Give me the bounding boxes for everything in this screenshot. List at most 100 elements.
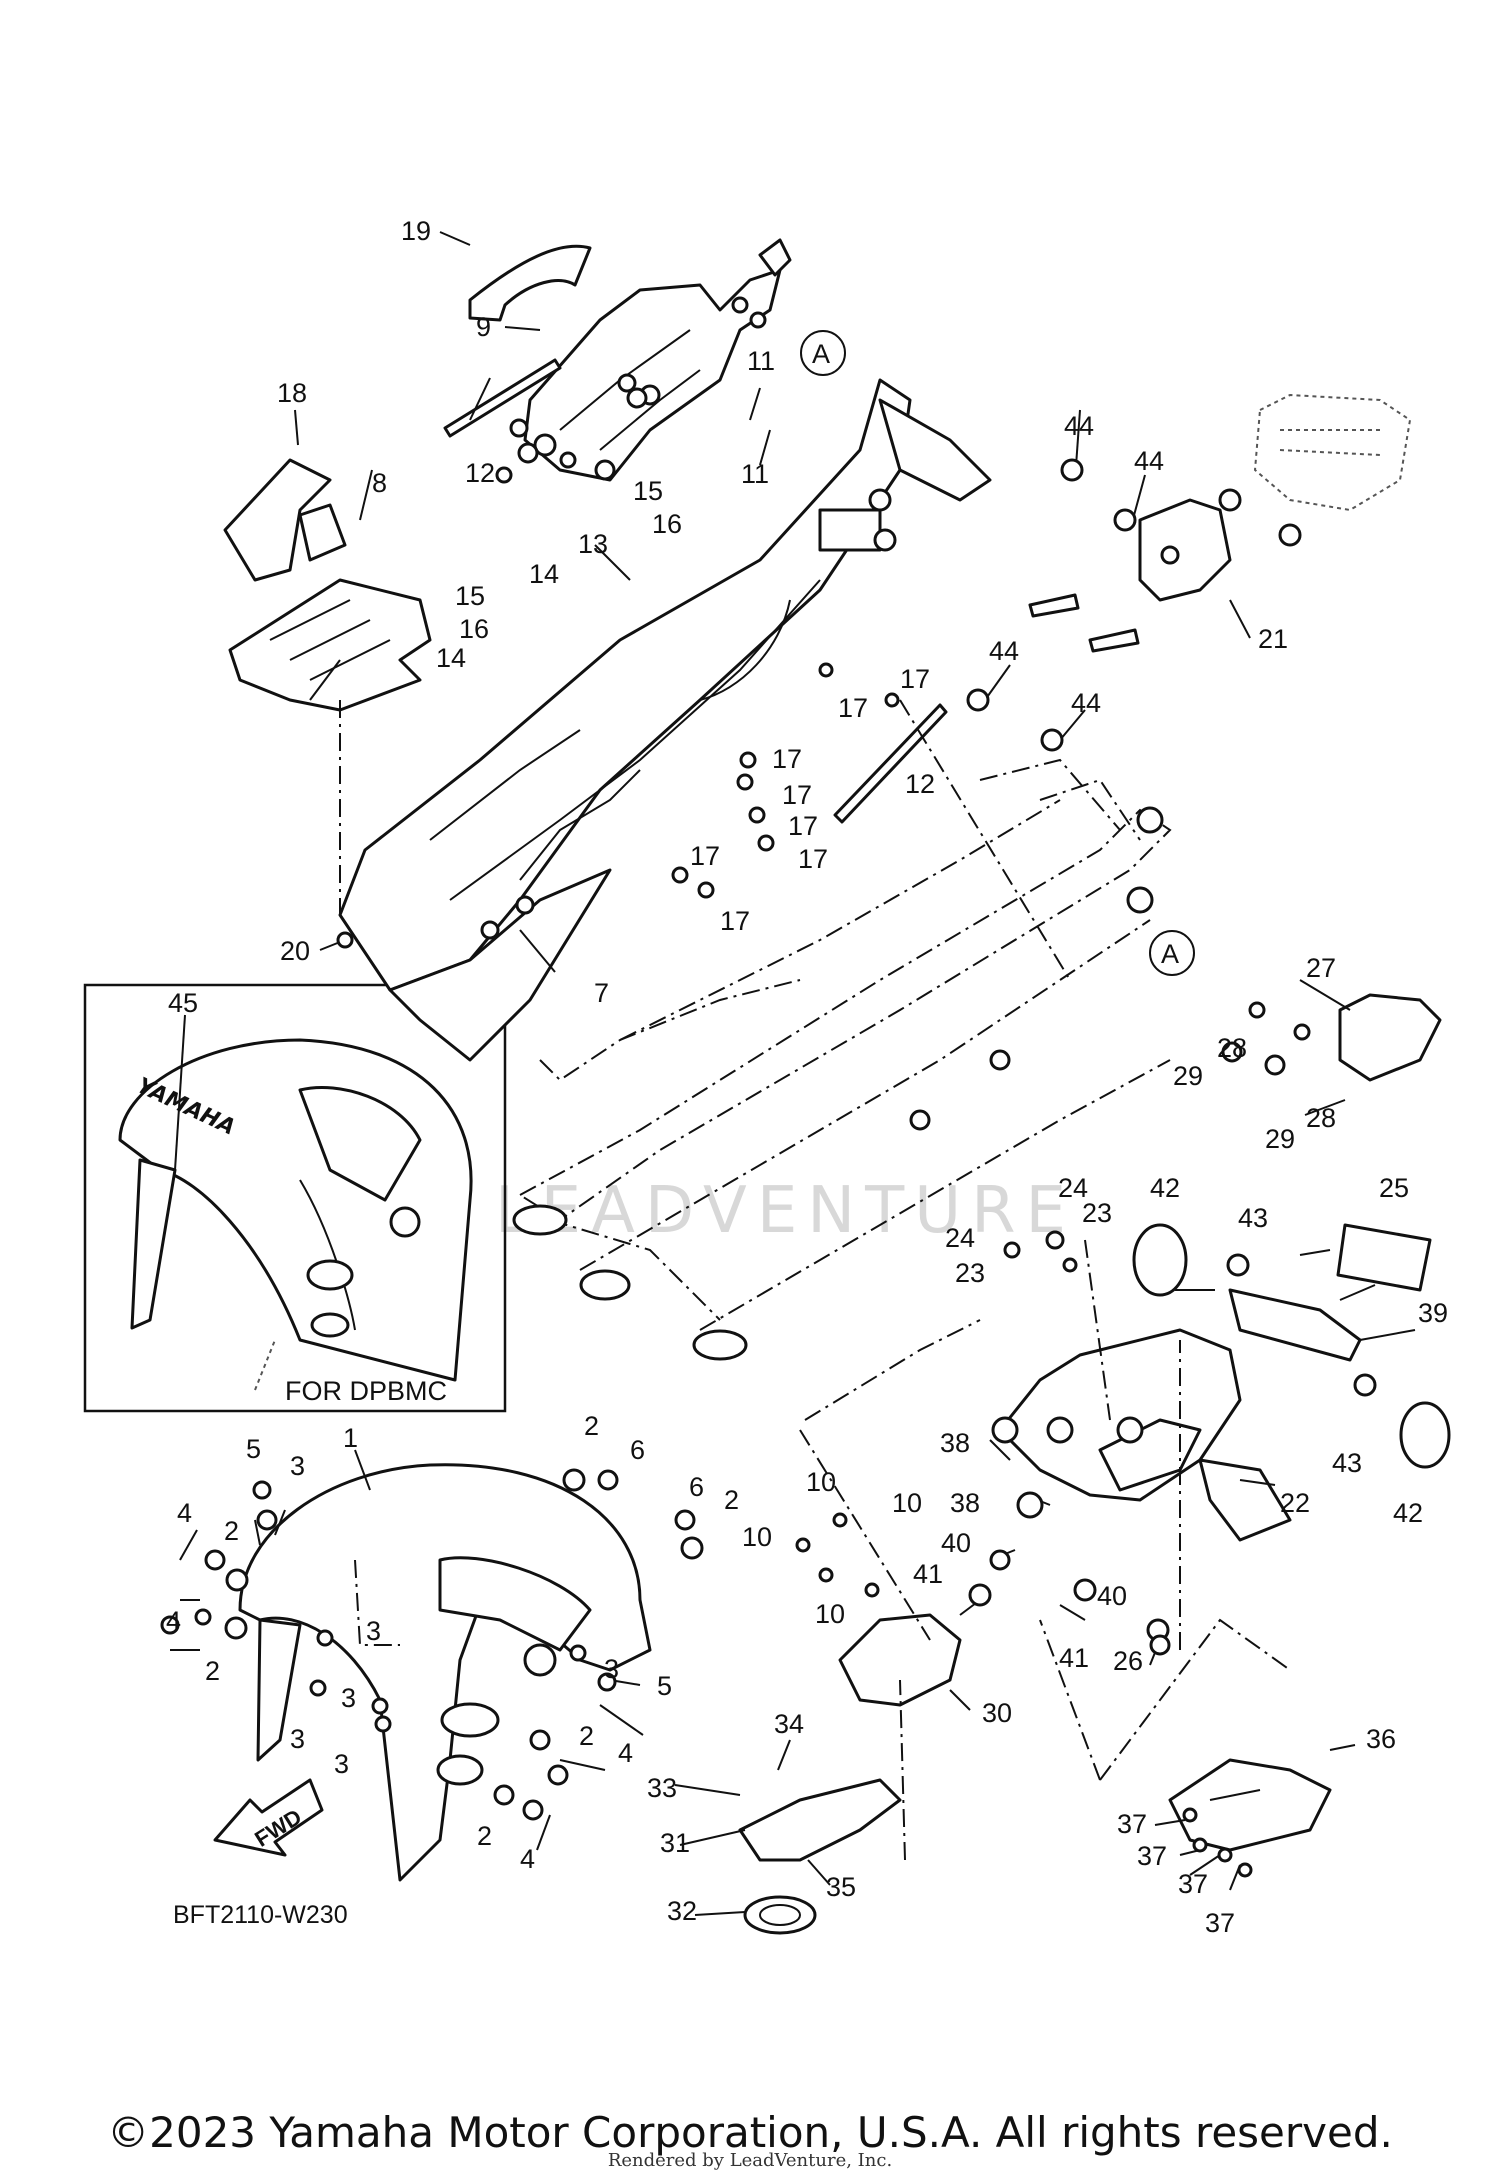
callout-28b: 28 xyxy=(1306,1103,1336,1133)
callout-2f: 2 xyxy=(477,1821,492,1851)
callout-11b: 11 xyxy=(741,459,769,489)
callout-2e: 2 xyxy=(579,1721,594,1751)
callout-24b: 24 xyxy=(945,1223,975,1253)
callout-35: 35 xyxy=(826,1872,856,1902)
callout-41b: 41 xyxy=(1059,1643,1089,1673)
turn-signal-left xyxy=(1132,1223,1188,1297)
watermark-text: LEADVENTURE xyxy=(495,1174,1076,1248)
callout-17h: 17 xyxy=(720,906,750,936)
callout-22: 22 xyxy=(1280,1488,1310,1518)
license-plate-bracket xyxy=(998,1328,1292,1542)
callout-24a: 24 xyxy=(1058,1173,1088,1203)
rear-fender xyxy=(338,378,992,1062)
callout-10d: 10 xyxy=(815,1599,845,1629)
callout-34: 34 xyxy=(774,1709,804,1739)
callout-3a: 3 xyxy=(290,1451,305,1481)
callout-17b: 17 xyxy=(838,693,868,723)
callout-3c: 3 xyxy=(341,1683,356,1713)
callout-11a: 11 xyxy=(747,346,775,376)
callout-4b: 4 xyxy=(166,1606,181,1636)
callout-3b: 3 xyxy=(366,1616,381,1646)
rod-lower xyxy=(833,703,948,824)
turn-signal-right xyxy=(1399,1401,1451,1469)
callout-17f: 17 xyxy=(798,844,828,874)
tail-light-bracket xyxy=(1028,488,1302,653)
diagram-code: BFT2110-W230 xyxy=(173,1901,348,1929)
callout-17a: 17 xyxy=(900,664,930,694)
fasteners xyxy=(160,296,1377,1878)
callout-15b: 15 xyxy=(455,581,485,611)
callout-40b: 40 xyxy=(1097,1581,1127,1611)
callout-28a: 28 xyxy=(1217,1033,1247,1063)
callout-10b: 10 xyxy=(892,1488,922,1518)
callout-37b: 37 xyxy=(1137,1841,1167,1871)
callout-30: 30 xyxy=(982,1698,1012,1728)
callout-2b: 2 xyxy=(724,1485,739,1515)
callout-27: 27 xyxy=(1306,953,1336,983)
callout-32: 32 xyxy=(667,1896,697,1926)
callout-17d: 17 xyxy=(782,780,812,810)
battery-box xyxy=(223,458,432,712)
callout-3f: 3 xyxy=(604,1654,619,1684)
callout-20: 20 xyxy=(280,936,310,966)
callout-44a: 44 xyxy=(1064,411,1094,441)
callout-37a: 37 xyxy=(1117,1809,1147,1839)
phantom-lines xyxy=(339,699,1291,1861)
seat-cowling xyxy=(523,238,792,482)
callout-3e: 3 xyxy=(334,1749,349,1779)
callout-15a: 15 xyxy=(633,476,663,506)
callout-16a: 16 xyxy=(652,509,682,539)
rod-upper xyxy=(443,358,562,438)
callout-42b: 42 xyxy=(1393,1498,1423,1528)
callout-12b: 12 xyxy=(905,769,935,799)
callout-19: 19 xyxy=(401,216,431,246)
inset-front-fender: YAMAHA xyxy=(118,1014,473,1391)
callout-25: 25 xyxy=(1379,1173,1409,1203)
callout-8: 8 xyxy=(372,468,387,498)
callout-6a: 6 xyxy=(630,1435,645,1465)
callout-38b: 38 xyxy=(950,1488,980,1518)
callout-23a: 23 xyxy=(1082,1198,1112,1228)
license-light xyxy=(1338,993,1442,1082)
callout-23b: 23 xyxy=(955,1258,985,1288)
callout-21: 21 xyxy=(1258,624,1288,654)
callout-42a: 42 xyxy=(1150,1173,1180,1203)
callout-44b: 44 xyxy=(1134,446,1164,476)
fwd-arrow: FWD xyxy=(213,1778,324,1857)
rear-bracket xyxy=(1168,1758,1332,1852)
callout-4a: 4 xyxy=(177,1498,192,1528)
callout-3d: 3 xyxy=(290,1724,305,1754)
rendered-by-note: Rendered by LeadVenture, Inc. xyxy=(607,2150,893,2171)
callout-9: 9 xyxy=(476,312,491,342)
callout-14a: 14 xyxy=(529,559,559,589)
callout-12a: 12 xyxy=(465,458,495,488)
rear-subframe xyxy=(512,758,1172,1361)
callout-17c: 17 xyxy=(772,744,802,774)
footrest-bracket xyxy=(838,1613,962,1707)
reflector xyxy=(1336,1223,1432,1292)
reference-mark-right: A xyxy=(1161,939,1179,969)
grab-bar-bracket xyxy=(468,244,592,322)
callout-31: 31 xyxy=(660,1828,690,1858)
callout-37c: 37 xyxy=(1178,1869,1208,1899)
callout-43b: 43 xyxy=(1332,1448,1362,1478)
callout-43a: 43 xyxy=(1238,1203,1268,1233)
holder-assembly xyxy=(738,1778,902,1935)
callout-44d: 44 xyxy=(1071,688,1101,718)
inset-label: FOR DPBMC xyxy=(285,1376,447,1406)
callout-13: 13 xyxy=(578,529,608,559)
callout-10c: 10 xyxy=(742,1522,772,1552)
copyright-notice: ©2023 Yamaha Motor Corporation, U.S.A. A… xyxy=(107,2108,1393,2157)
parts-diagram: LEADVENTURE YAMAHA FOR DPBMC xyxy=(83,216,1451,1938)
callout-5a: 5 xyxy=(246,1434,261,1464)
callout-18: 18 xyxy=(277,378,307,408)
callout-7: 7 xyxy=(594,978,609,1008)
front-fender xyxy=(238,1463,652,1882)
callout-29a: 29 xyxy=(1173,1061,1203,1091)
callout-41a: 41 xyxy=(913,1559,943,1589)
callout-26: 26 xyxy=(1113,1646,1143,1676)
callout-40a: 40 xyxy=(941,1528,971,1558)
callout-33: 33 xyxy=(647,1773,677,1803)
callout-16b: 16 xyxy=(459,614,489,644)
callout-2a: 2 xyxy=(584,1411,599,1441)
